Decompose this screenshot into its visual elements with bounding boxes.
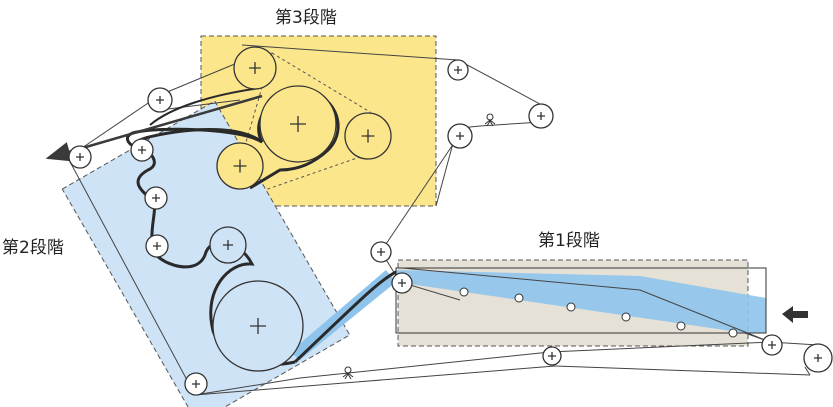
roll-icon xyxy=(761,334,783,356)
roll-icon xyxy=(209,226,247,264)
roll-icon xyxy=(259,85,337,163)
roll-icon xyxy=(212,280,304,372)
roll-icon xyxy=(130,138,154,162)
roll-icon xyxy=(391,272,413,294)
stage1-label: 第1段階 xyxy=(538,231,600,251)
stage2-label: 第2段階 xyxy=(2,238,64,258)
roll-icon xyxy=(447,123,473,149)
foil-holes xyxy=(459,287,738,338)
stage3-felt-loop xyxy=(234,52,381,192)
stage3-label: 第3段階 xyxy=(275,8,337,28)
headbox-outline xyxy=(395,267,767,334)
roll-icon xyxy=(344,112,392,160)
roll-icon xyxy=(216,142,264,190)
roll-icon xyxy=(528,103,554,129)
roll-icon xyxy=(147,87,173,113)
roll-icon xyxy=(68,145,92,169)
roll-icon xyxy=(370,241,392,263)
shower-icon xyxy=(342,366,354,380)
roll-icon xyxy=(542,346,562,366)
roll-icon xyxy=(184,372,208,396)
roll-icon xyxy=(233,46,277,90)
roll-icon xyxy=(447,59,469,81)
roll-icon xyxy=(803,343,833,373)
shower-icon xyxy=(484,113,496,127)
entry-arrow-icon xyxy=(782,306,808,323)
roll-icon xyxy=(144,186,168,210)
slurry-layer xyxy=(396,270,766,333)
roll-icon xyxy=(145,234,169,258)
